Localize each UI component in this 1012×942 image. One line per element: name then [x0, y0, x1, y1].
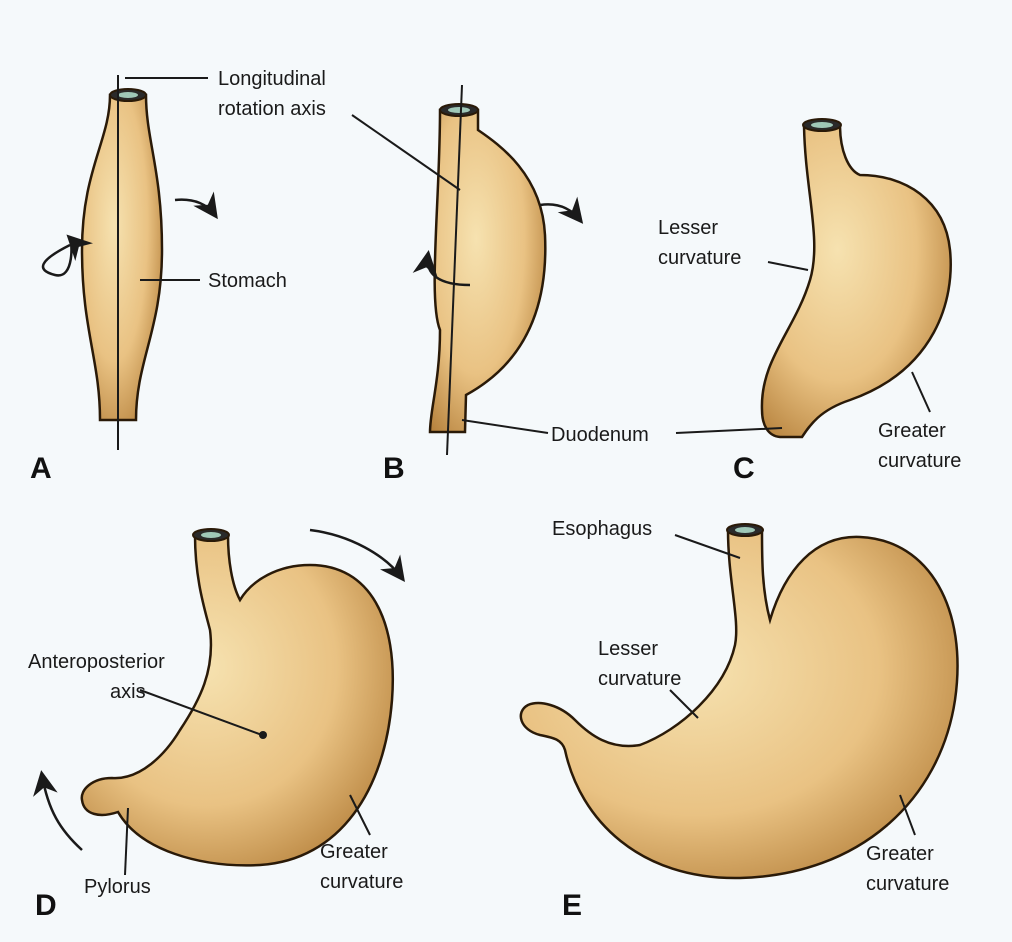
leader-lesser-c	[767, 261, 809, 271]
leader-pylorus	[124, 807, 129, 876]
leader-duodenum-c	[675, 427, 783, 434]
rotation-arrow-right-a	[174, 191, 218, 220]
label-esophagus: Esophagus	[552, 518, 652, 540]
label-greater-d-1: Greater	[320, 841, 388, 863]
stomach-e	[519, 528, 959, 880]
label-lesser-c-1: Lesser	[658, 217, 718, 239]
leader-duodenum-b	[461, 419, 549, 434]
panel-d: D	[33, 528, 405, 922]
leader-axis-b	[351, 114, 461, 191]
panel-label-b: B	[383, 452, 405, 485]
stomach-d	[80, 533, 394, 867]
label-greater-d-2: curvature	[320, 871, 403, 893]
label-duodenum: Duodenum	[551, 424, 649, 446]
panel-e: E	[519, 523, 959, 922]
panel-a: A	[30, 75, 218, 485]
label-lesser-e-1: Lesser	[598, 638, 658, 660]
rotation-arrow-right-b	[539, 196, 584, 224]
label-stomach: Stomach	[208, 270, 287, 292]
leader-greater-d	[349, 794, 371, 836]
panel-label-c: C	[733, 452, 755, 485]
leader-esophagus	[674, 534, 741, 559]
label-greater-e-2: curvature	[866, 873, 949, 895]
panel-b: B	[351, 84, 584, 485]
stomach-c	[760, 123, 952, 439]
leader-lesser-e	[669, 689, 699, 719]
panel-label-d: D	[35, 889, 57, 922]
stomach-b	[428, 108, 547, 434]
panel-c: C	[675, 118, 952, 485]
leader-antero	[139, 689, 263, 736]
label-greater-e-1: Greater	[866, 843, 934, 865]
label-antero-1: Anteroposterior	[28, 651, 165, 673]
anteroposterior-axis-point	[259, 731, 267, 739]
label-greater-c-1: Greater	[878, 420, 946, 442]
label-greater-c-2: curvature	[878, 450, 961, 472]
longitudinal-axis-b	[446, 84, 463, 456]
label-pylorus: Pylorus	[84, 876, 151, 898]
leader-greater-e	[899, 794, 916, 836]
leader-greater-c	[911, 371, 931, 413]
label-antero-2: axis	[110, 681, 146, 703]
rotation-arrow-left-b	[412, 250, 471, 287]
rotation-arrow-left-a	[41, 234, 93, 277]
label-lesser-c-2: curvature	[658, 247, 741, 269]
label-lesser-e-2: curvature	[598, 668, 681, 690]
label-longitudinal-1: Longitudinal	[218, 68, 326, 90]
rotation-arrow-top-d	[309, 528, 405, 583]
panel-label-a: A	[30, 452, 52, 485]
stomach-tube-a	[80, 93, 164, 422]
rotation-arrow-bottom-d	[33, 770, 83, 851]
panel-label-e: E	[562, 889, 582, 922]
label-longitudinal-2: rotation axis	[218, 98, 326, 120]
